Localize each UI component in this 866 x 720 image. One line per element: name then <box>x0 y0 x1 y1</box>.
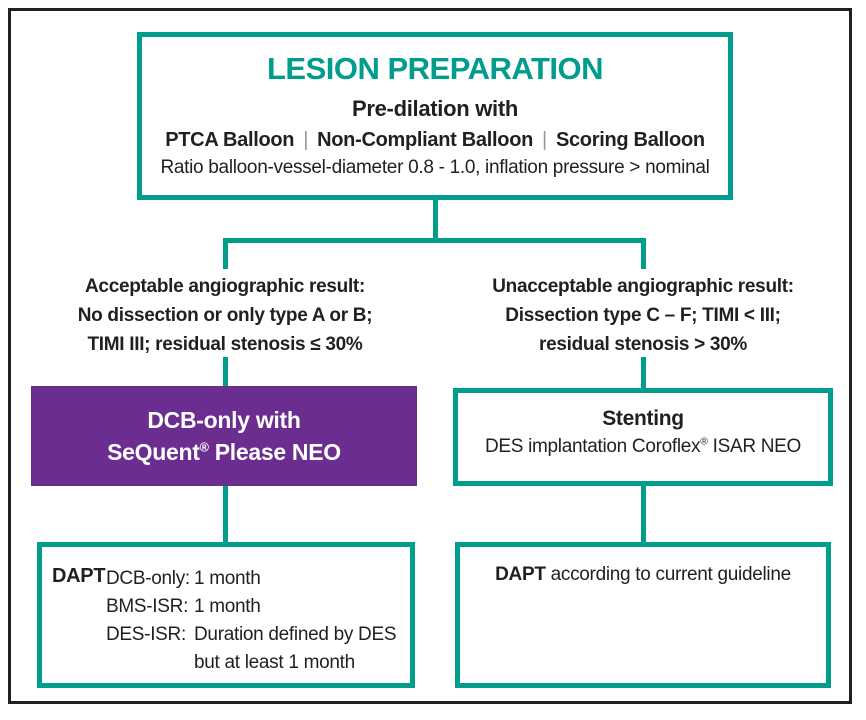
connector-dcb-to-dapt <box>223 486 228 542</box>
dapt-row-des-isr: DES-ISR: Duration defined by DES but at … <box>106 621 410 677</box>
condition-line: No dissection or only type A or B; <box>77 305 373 326</box>
condition-line: TIMI III; residual stenosis ≤ 30% <box>87 334 363 355</box>
dapt-row-dcb-only: DCB-only: 1 month <box>106 565 410 593</box>
stenting-box: Stenting DES implantation Coroflex® ISAR… <box>453 388 833 486</box>
unacceptable-result-condition: Unacceptable angiographic result: Dissec… <box>443 272 843 359</box>
dapt-dcb-box: DAPT DCB-only: 1 month BMS-ISR: 1 month … <box>37 542 415 688</box>
connector-horizontal-bar <box>223 238 646 243</box>
stenting-title: Stenting <box>602 407 684 430</box>
acceptable-result-condition: Acceptable angiographic result: No disse… <box>25 272 425 359</box>
connector-stem-top <box>433 200 438 238</box>
connector-left-to-dcb <box>223 357 228 386</box>
connector-right-to-stent <box>641 357 646 388</box>
dapt-heading: DAPT <box>52 565 106 587</box>
dcb-line2: SeQuent® Please NEO <box>107 439 341 465</box>
registered-mark: ® <box>700 436 708 448</box>
balloon-options: PTCA Balloon | Non-Compliant Balloon | Scori… <box>142 129 728 152</box>
connector-drop-right <box>641 243 646 269</box>
outer-frame <box>8 8 852 704</box>
dapt-guideline-box: DAPT according to current guideline <box>455 542 831 688</box>
dapt-row-label: DCB-only: <box>106 568 190 589</box>
dapt-row-label: DES-ISR: <box>106 624 186 645</box>
connector-stent-to-dapt <box>641 486 646 542</box>
registered-mark: ® <box>199 440 209 455</box>
dapt-heading: DAPT <box>495 564 546 585</box>
condition-line: Dissection type C – F; TIMI < III; <box>505 305 781 326</box>
condition-line: Acceptable angiographic result: <box>85 276 365 297</box>
separator-bar: | <box>542 129 547 151</box>
condition-line: residual stenosis > 30% <box>538 334 747 355</box>
option-ptca-balloon: PTCA Balloon <box>165 129 295 151</box>
connector-drop-left <box>223 243 228 269</box>
dapt-guideline-text: DAPT according to current guideline <box>495 564 791 585</box>
dcb-only-box: DCB-only with SeQuent® Please NEO <box>31 386 417 486</box>
dapt-row-label: BMS-ISR: <box>106 596 189 617</box>
ratio-detail: Ratio balloon-vessel-diameter 0.8 - 1.0,… <box>160 157 710 178</box>
dapt-row-bms-isr: BMS-ISR: 1 month <box>106 593 410 621</box>
dcb-only-text: DCB-only with SeQuent® Please NEO <box>31 386 417 468</box>
option-scoring-balloon: Scoring Balloon <box>555 129 705 151</box>
lesion-preparation-box: LESION PREPARATION Pre-dilation with PTC… <box>137 32 733 200</box>
dapt-rows: DCB-only: 1 month BMS-ISR: 1 month DES-I… <box>106 565 410 677</box>
separator-bar: | <box>303 129 309 151</box>
page-title: LESION PREPARATION <box>266 51 604 86</box>
option-non-compliant-balloon: Non-Compliant Balloon <box>317 129 534 151</box>
condition-line: Unacceptable angiographic result: <box>492 276 794 297</box>
predilation-subtitle: Pre-dilation with <box>351 96 518 121</box>
dapt-row-value: Duration defined by DES but at least 1 m… <box>194 624 397 673</box>
dapt-row-value: 1 month <box>194 568 261 589</box>
stenting-detail: DES implantation Coroflex® ISAR NEO <box>484 436 802 457</box>
dcb-line1: DCB-only with <box>147 407 301 433</box>
dapt-row-value: 1 month <box>194 596 261 617</box>
